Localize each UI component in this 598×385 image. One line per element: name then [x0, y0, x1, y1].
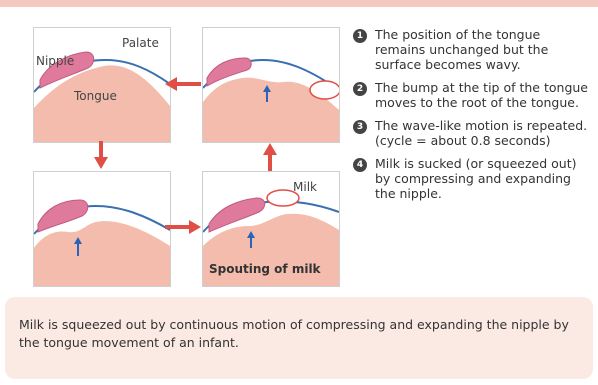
step-text: The wave-like motion is repeated. (cycle…: [375, 118, 593, 148]
step-text: The position of the tongue remains uncha…: [375, 27, 593, 72]
milk-bubble: [310, 81, 339, 99]
panel-3-illustration: [34, 172, 170, 286]
panel-3: [33, 171, 171, 287]
red-arrow-left-icon: [163, 76, 203, 92]
summary-box: Milk is squeezed out by continuous motio…: [5, 297, 593, 379]
step-2: 2 The bump at the tip of the tongue move…: [353, 80, 593, 110]
step-number-badge: 4: [353, 158, 367, 172]
panel-1: Palate Nipple Tongue: [33, 27, 171, 143]
tongue-label: Tongue: [74, 89, 117, 103]
step-1: 1 The position of the tongue remains unc…: [353, 27, 593, 72]
nipple-label: Nipple: [36, 54, 74, 68]
top-band: [0, 0, 598, 7]
step-4: 4 Milk is sucked (or squeezed out) by co…: [353, 156, 593, 201]
step-3: 3 The wave-like motion is repeated. (cyc…: [353, 118, 593, 148]
spouting-caption: Spouting of milk: [209, 262, 321, 276]
red-arrow-up-icon: [262, 141, 278, 171]
step-list: 1 The position of the tongue remains unc…: [353, 27, 593, 209]
milk-label: Milk: [293, 180, 317, 194]
red-arrow-right-icon: [163, 219, 203, 235]
step-number-badge: 2: [353, 82, 367, 96]
step-text: Milk is sucked (or squeezed out) by comp…: [375, 156, 593, 201]
red-arrow-down-icon: [93, 141, 109, 171]
step-text: The bump at the tip of the tongue moves …: [375, 80, 593, 110]
palate-label: Palate: [122, 36, 159, 50]
panel-2: [202, 27, 340, 143]
step-number-badge: 3: [353, 120, 367, 134]
panel-2-illustration: [203, 28, 339, 142]
summary-text: Milk is squeezed out by continuous motio…: [19, 317, 569, 350]
panel-4: Milk Spouting of milk: [202, 171, 340, 287]
step-number-badge: 1: [353, 29, 367, 43]
